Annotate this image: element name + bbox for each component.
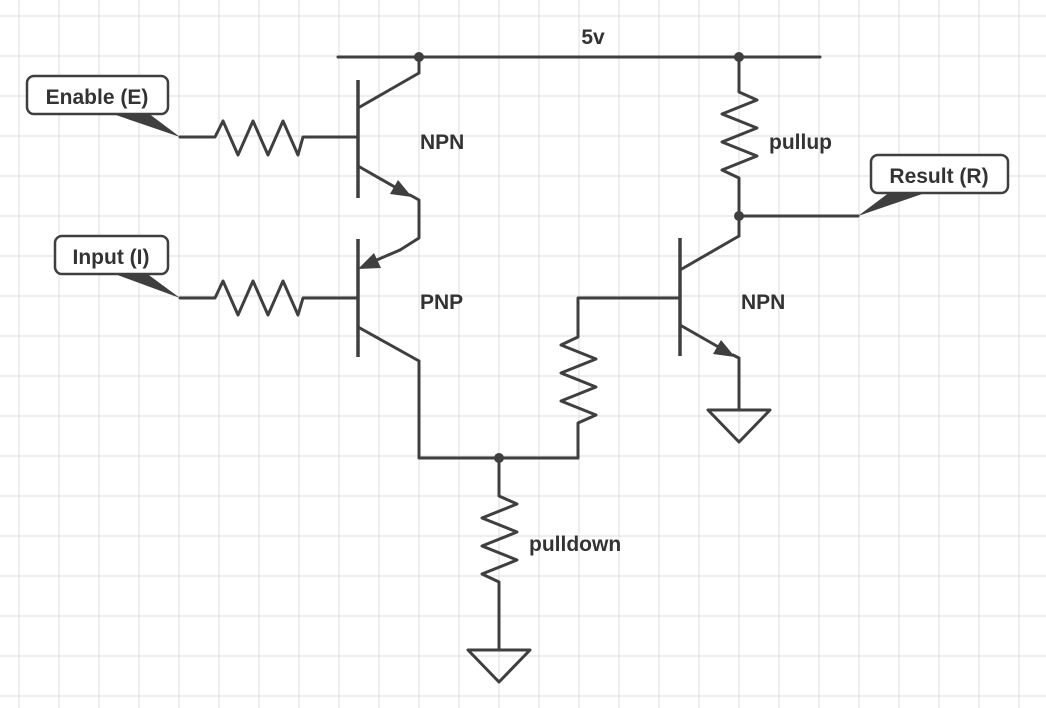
input-tag-label: Input (I) bbox=[73, 246, 150, 269]
tag-box bbox=[25, 74, 170, 116]
input-resistor bbox=[178, 279, 360, 317]
tag-box bbox=[53, 234, 170, 276]
ground-symbol bbox=[466, 648, 532, 684]
npn-transistor-top bbox=[356, 55, 421, 252]
npn-transistor-output bbox=[678, 214, 741, 412]
emitter-arrow bbox=[390, 180, 412, 197]
input-tag: Input (I) bbox=[53, 234, 180, 298]
pulldown-label: pulldown bbox=[529, 533, 621, 556]
tag-pointer bbox=[858, 192, 928, 216]
emitter-arrow bbox=[358, 253, 381, 269]
pnp-label: PNP bbox=[420, 291, 463, 314]
enable-tag-label: Enable (E) bbox=[46, 86, 149, 109]
tag-pointer bbox=[112, 273, 180, 298]
enable-resistor bbox=[178, 119, 360, 157]
tag-pointer bbox=[110, 113, 180, 137]
emitter-lead bbox=[678, 323, 724, 351]
result-tag-label: Result (R) bbox=[889, 165, 988, 188]
emitter-wire bbox=[731, 353, 741, 412]
tag-box bbox=[869, 153, 1010, 195]
collector-lead bbox=[356, 325, 421, 363]
enable-tag: Enable (E) bbox=[25, 74, 180, 137]
result-tag: Result (R) bbox=[858, 153, 1010, 216]
collector-lead bbox=[678, 234, 741, 272]
supply-label: 5v bbox=[581, 26, 605, 49]
emitter-wire bbox=[398, 193, 421, 252]
collector-wire bbox=[417, 359, 580, 460]
pullup-resistor bbox=[720, 55, 759, 218]
emitter-lead bbox=[356, 164, 402, 192]
collector-lead bbox=[356, 71, 421, 110]
emitter-arrow bbox=[713, 340, 735, 357]
npn-output-label: NPN bbox=[741, 291, 785, 314]
npn-top-label: NPN bbox=[420, 131, 464, 154]
base-resistor bbox=[559, 296, 682, 460]
pullup-label: pullup bbox=[769, 131, 832, 154]
ground-symbol bbox=[706, 408, 772, 444]
pnp-transistor bbox=[356, 239, 580, 460]
pulldown-resistor bbox=[480, 456, 519, 652]
